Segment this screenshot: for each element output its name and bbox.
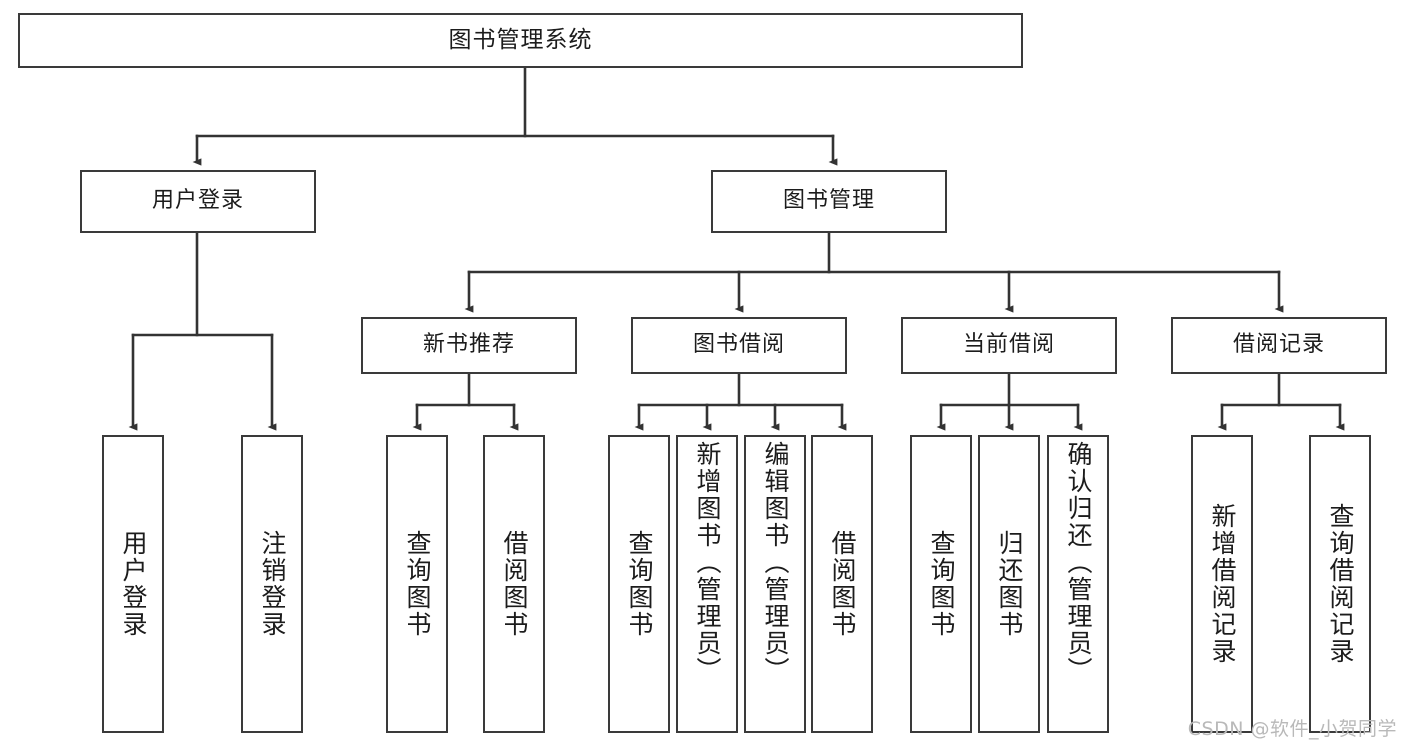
node-leaf-add-book-label: 新增图书（管理员） [693,441,722,684]
node-leaf-edit-book[interactable]: 编辑图书（管理员） [744,435,806,733]
node-leaf-logout-label: 注销登录 [258,530,287,638]
leaf-text-wrap: 注销登录 [243,437,301,731]
node-user-login-label: 用户登录 [151,188,244,214]
leaf-text-wrap: 新增图书（管理员） [678,437,736,735]
node-book-borrow[interactable]: 图书借阅 [631,317,847,374]
node-leaf-borrow-book-1-label: 借阅图书 [500,530,529,638]
node-leaf-borrow-book-2[interactable]: 借阅图书 [811,435,873,733]
leaf-text-wrap: 查询借阅记录 [1311,437,1369,731]
leaf-text-wrap: 新增借阅记录 [1193,437,1251,731]
node-leaf-query-book-3[interactable]: 查询图书 [910,435,972,733]
node-leaf-query-book-1[interactable]: 查询图书 [386,435,448,733]
leaf-text-wrap: 归还图书 [980,437,1038,731]
node-leaf-add-book[interactable]: 新增图书（管理员） [676,435,738,733]
watermark-text: CSDN @软件_小贺同学 [1187,718,1397,740]
node-new-book-recommend-label: 新书推荐 [422,332,515,358]
node-leaf-user-login-label: 用户登录 [119,530,148,638]
node-borrow-record-label: 借阅记录 [1232,332,1325,358]
leaf-text-wrap: 用户登录 [104,437,162,731]
node-leaf-user-login[interactable]: 用户登录 [102,435,164,733]
node-root[interactable]: 图书管理系统 [18,13,1023,68]
node-borrow-record[interactable]: 借阅记录 [1171,317,1387,374]
node-leaf-return-book[interactable]: 归还图书 [978,435,1040,733]
node-leaf-confirm-return-label: 确认归还（管理员） [1064,441,1093,684]
node-leaf-query-book-2-label: 查询图书 [625,530,654,638]
node-leaf-borrow-book-1[interactable]: 借阅图书 [483,435,545,733]
node-leaf-add-record[interactable]: 新增借阅记录 [1191,435,1253,733]
leaf-text-wrap: 确认归还（管理员） [1049,437,1107,735]
node-new-book-recommend[interactable]: 新书推荐 [361,317,577,374]
node-leaf-query-book-2[interactable]: 查询图书 [608,435,670,733]
leaf-text-wrap: 借阅图书 [813,437,871,731]
node-leaf-edit-book-label: 编辑图书（管理员） [761,441,790,684]
leaf-text-wrap: 查询图书 [912,437,970,731]
leaf-text-wrap: 查询图书 [610,437,668,731]
node-book-management-label: 图书管理 [782,188,875,214]
node-book-management[interactable]: 图书管理 [711,170,947,233]
node-book-borrow-label: 图书借阅 [692,332,785,358]
node-leaf-query-book-1-label: 查询图书 [403,530,432,638]
node-leaf-logout[interactable]: 注销登录 [241,435,303,733]
node-leaf-confirm-return[interactable]: 确认归还（管理员） [1047,435,1109,733]
node-leaf-borrow-book-2-label: 借阅图书 [828,530,857,638]
leaf-text-wrap: 编辑图书（管理员） [746,437,804,735]
node-current-borrow[interactable]: 当前借阅 [901,317,1117,374]
node-leaf-query-record[interactable]: 查询借阅记录 [1309,435,1371,733]
node-leaf-query-record-label: 查询借阅记录 [1326,503,1355,665]
node-root-label: 图书管理系统 [448,26,593,53]
node-leaf-query-book-3-label: 查询图书 [927,530,956,638]
node-user-login[interactable]: 用户登录 [80,170,316,233]
node-leaf-return-book-label: 归还图书 [995,530,1024,638]
node-current-borrow-label: 当前借阅 [962,332,1055,358]
node-leaf-add-record-label: 新增借阅记录 [1208,503,1237,665]
leaf-text-wrap: 借阅图书 [485,437,543,731]
leaf-text-wrap: 查询图书 [388,437,446,731]
